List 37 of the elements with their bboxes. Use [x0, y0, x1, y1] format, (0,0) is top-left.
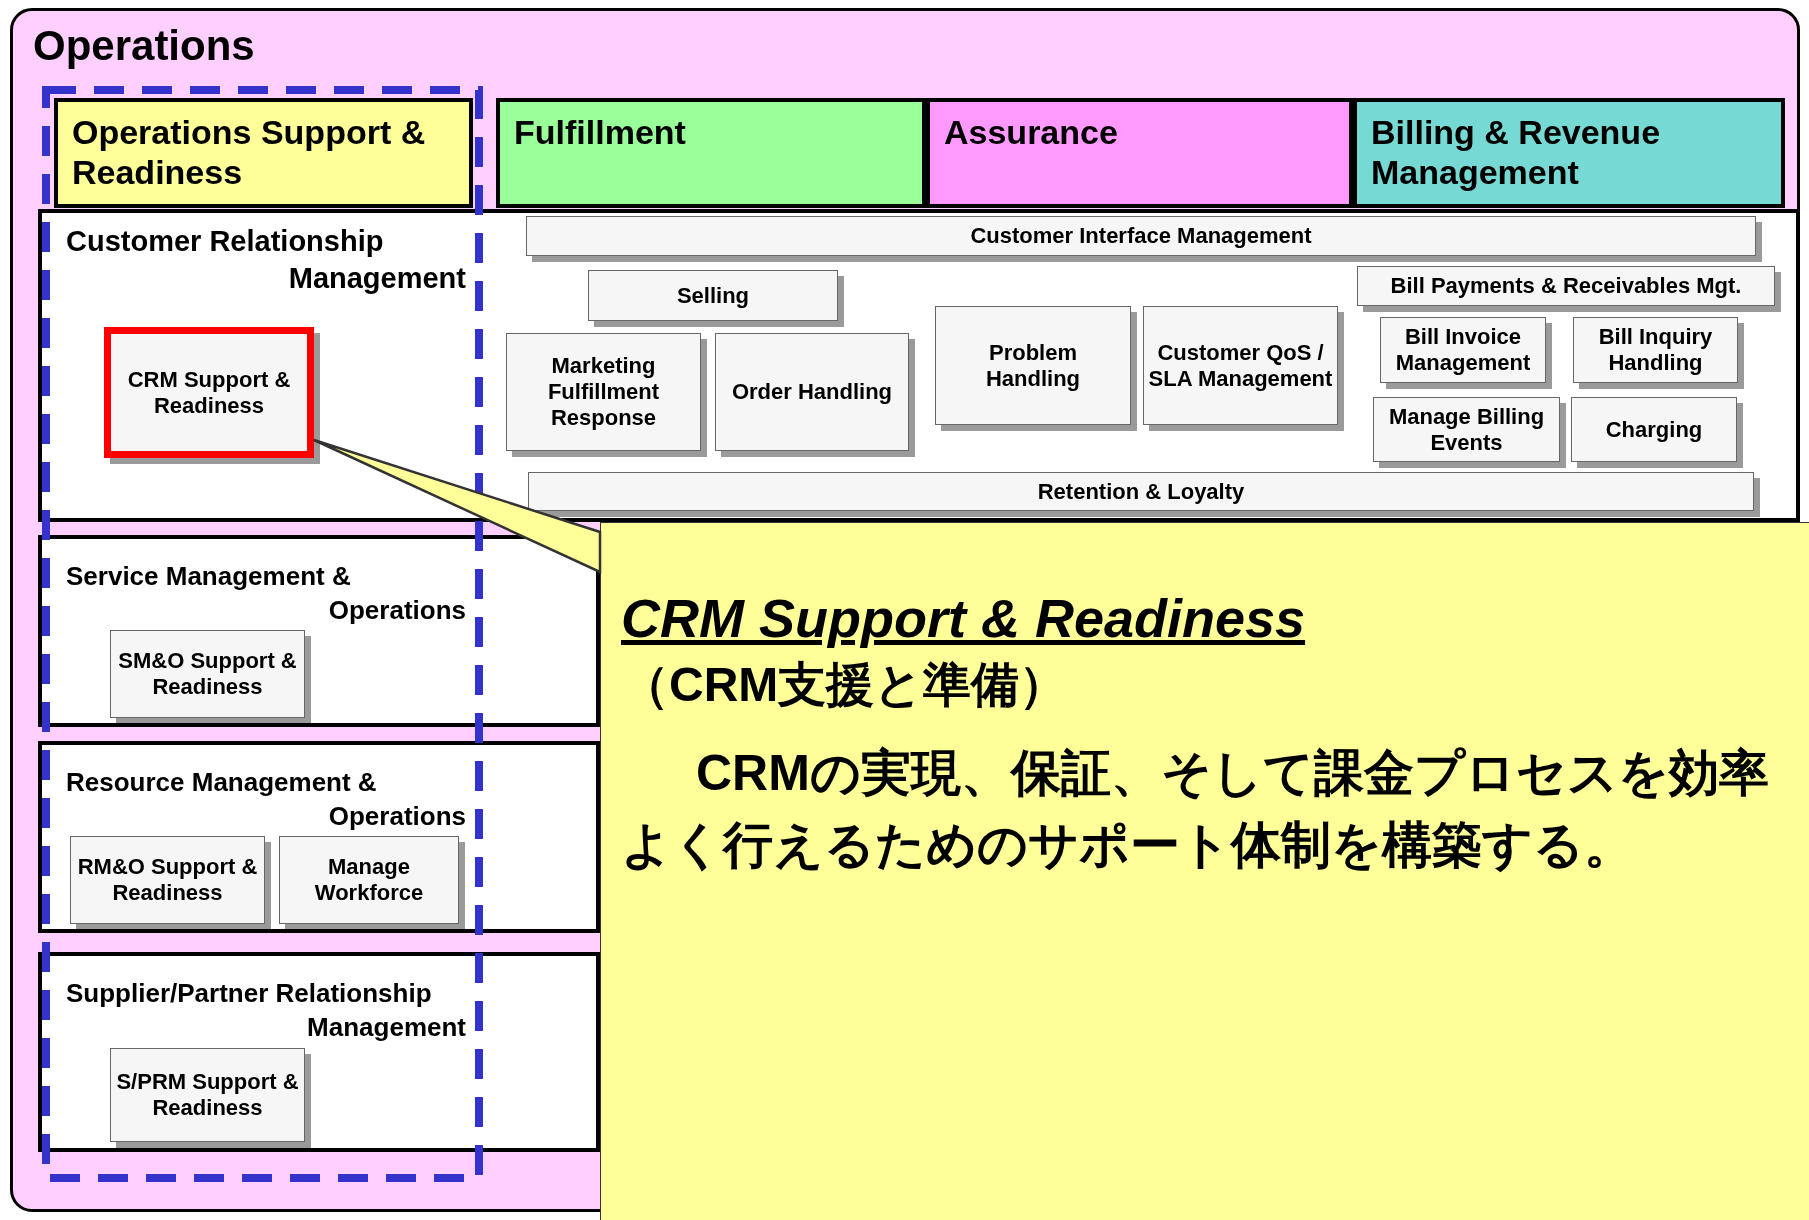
- process-row: [38, 535, 600, 727]
- row-heading: Service Management & Operations: [66, 560, 466, 627]
- box-label: Bill Payments & Receivables Mgt.: [1389, 273, 1743, 299]
- process-area-header: [496, 98, 926, 208]
- callout-title: CRM Support & Readiness: [621, 587, 1307, 650]
- row-heading: Customer Relationship Management: [66, 224, 466, 296]
- box-label: S/PRM Support & Readiness: [115, 1069, 300, 1121]
- box-label: RM&O Support & Readiness: [76, 854, 259, 906]
- box-label: Customer Interface Management: [969, 223, 1313, 249]
- box-label: Manage Billing Events: [1387, 403, 1546, 456]
- header-label: Assurance: [944, 113, 1118, 151]
- box-label: Problem Handling: [984, 339, 1082, 392]
- box-label: Bill Inquiry Handling: [1597, 324, 1714, 376]
- header-label: Operations Support & Readiness: [72, 113, 426, 191]
- process-row: [38, 741, 600, 933]
- box-label: Bill Invoice Management: [1394, 324, 1532, 376]
- box-label: SM&O Support & Readiness: [117, 648, 298, 700]
- row-heading: Supplier/Partner Relationship Management: [66, 977, 466, 1044]
- process-area-header: [54, 98, 473, 208]
- callout-description: CRMの実現、保証、そして課金プロセスを効率よく行えるためのサポート体制を構築する。: [621, 744, 1770, 875]
- box-label: Manage Workforce: [313, 854, 425, 906]
- box-label: Selling: [675, 282, 751, 309]
- box-label: Marketing Fulfillment Response: [546, 353, 661, 431]
- box-label: Charging: [1604, 416, 1704, 443]
- box-label: CRM Support & Readiness: [126, 366, 292, 419]
- process-row: [38, 952, 600, 1152]
- callout-pointer: [312, 438, 602, 574]
- callout-subtitle: （CRM支援と準備）: [621, 657, 1069, 713]
- box-label: Retention & Loyalty: [1036, 478, 1246, 505]
- process-row: [38, 209, 1797, 522]
- header-label: Fulfillment: [514, 113, 686, 151]
- header-label: Billing & Revenue Management: [1371, 113, 1661, 191]
- panel-title: Operations: [33, 21, 255, 71]
- row-heading: Resource Management & Operations: [66, 766, 466, 833]
- process-area-header: [1353, 98, 1785, 208]
- box-label: Order Handling: [730, 379, 894, 405]
- box-label: Customer QoS / SLA Management: [1147, 339, 1334, 392]
